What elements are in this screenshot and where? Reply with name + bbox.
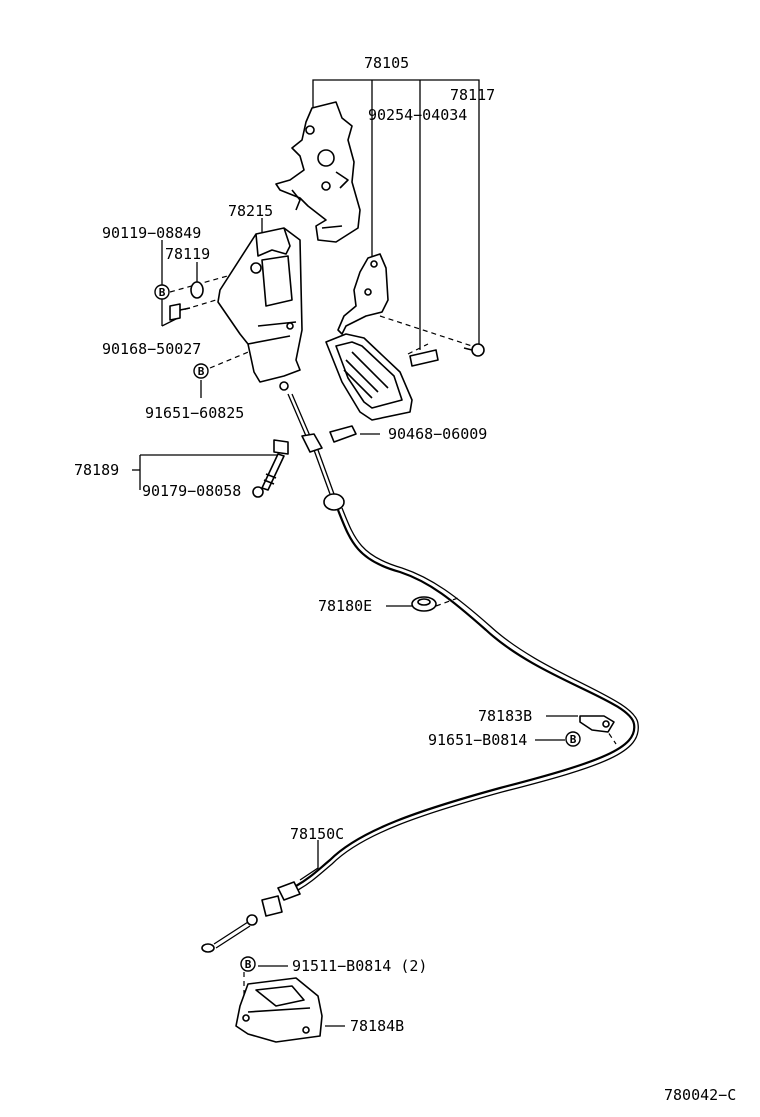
diagram-code: 780042−C xyxy=(664,1086,736,1104)
label-78184B: 78184B xyxy=(350,1017,404,1035)
part-labels: 78105 78117 90254−04034 78215 90119−0884… xyxy=(74,54,736,1104)
bolt-marker-90119: B xyxy=(154,284,170,300)
accelerator-pedal xyxy=(325,253,485,421)
leader-lines xyxy=(132,79,578,1027)
label-90119-08849: 90119−08849 xyxy=(102,224,201,242)
label-90468-06009: 90468−06009 xyxy=(388,425,487,443)
label-91651-60825: 91651−60825 xyxy=(145,404,244,422)
label-90168-50027: 90168−50027 xyxy=(102,340,201,358)
svg-text:B: B xyxy=(198,365,205,378)
svg-text:B: B xyxy=(245,958,252,971)
fasteners xyxy=(169,281,289,391)
label-90254-04034: 90254−04034 xyxy=(368,106,467,124)
adjust-bolt xyxy=(252,439,289,498)
label-78150C: 78150C xyxy=(290,825,344,843)
accelerator-cable xyxy=(201,393,639,953)
label-78117: 78117 xyxy=(450,86,495,104)
pedal-support-bracket xyxy=(217,227,303,383)
svg-text:B: B xyxy=(570,733,577,746)
label-78215: 78215 xyxy=(228,202,273,220)
label-90179-08058: 90179−08058 xyxy=(142,482,241,500)
pedal-bracket xyxy=(275,101,361,243)
label-78105: 78105 xyxy=(364,54,409,72)
label-78183B: 78183B xyxy=(478,707,532,725)
label-78180E: 78180E xyxy=(318,597,372,615)
bolt-marker-91651-B0814: B xyxy=(565,731,581,747)
label-78119: 78119 xyxy=(165,245,210,263)
bolt-marker-91651-60825: B xyxy=(193,363,209,379)
label-91511-B0814: 91511−B0814 (2) xyxy=(292,957,427,975)
label-78189: 78189 xyxy=(74,461,119,479)
label-91651-B0814: 91651−B0814 xyxy=(428,731,527,749)
bolt-marker-91511: B xyxy=(240,956,256,972)
cable-bracket xyxy=(235,977,323,1043)
svg-text:B: B xyxy=(159,286,166,299)
